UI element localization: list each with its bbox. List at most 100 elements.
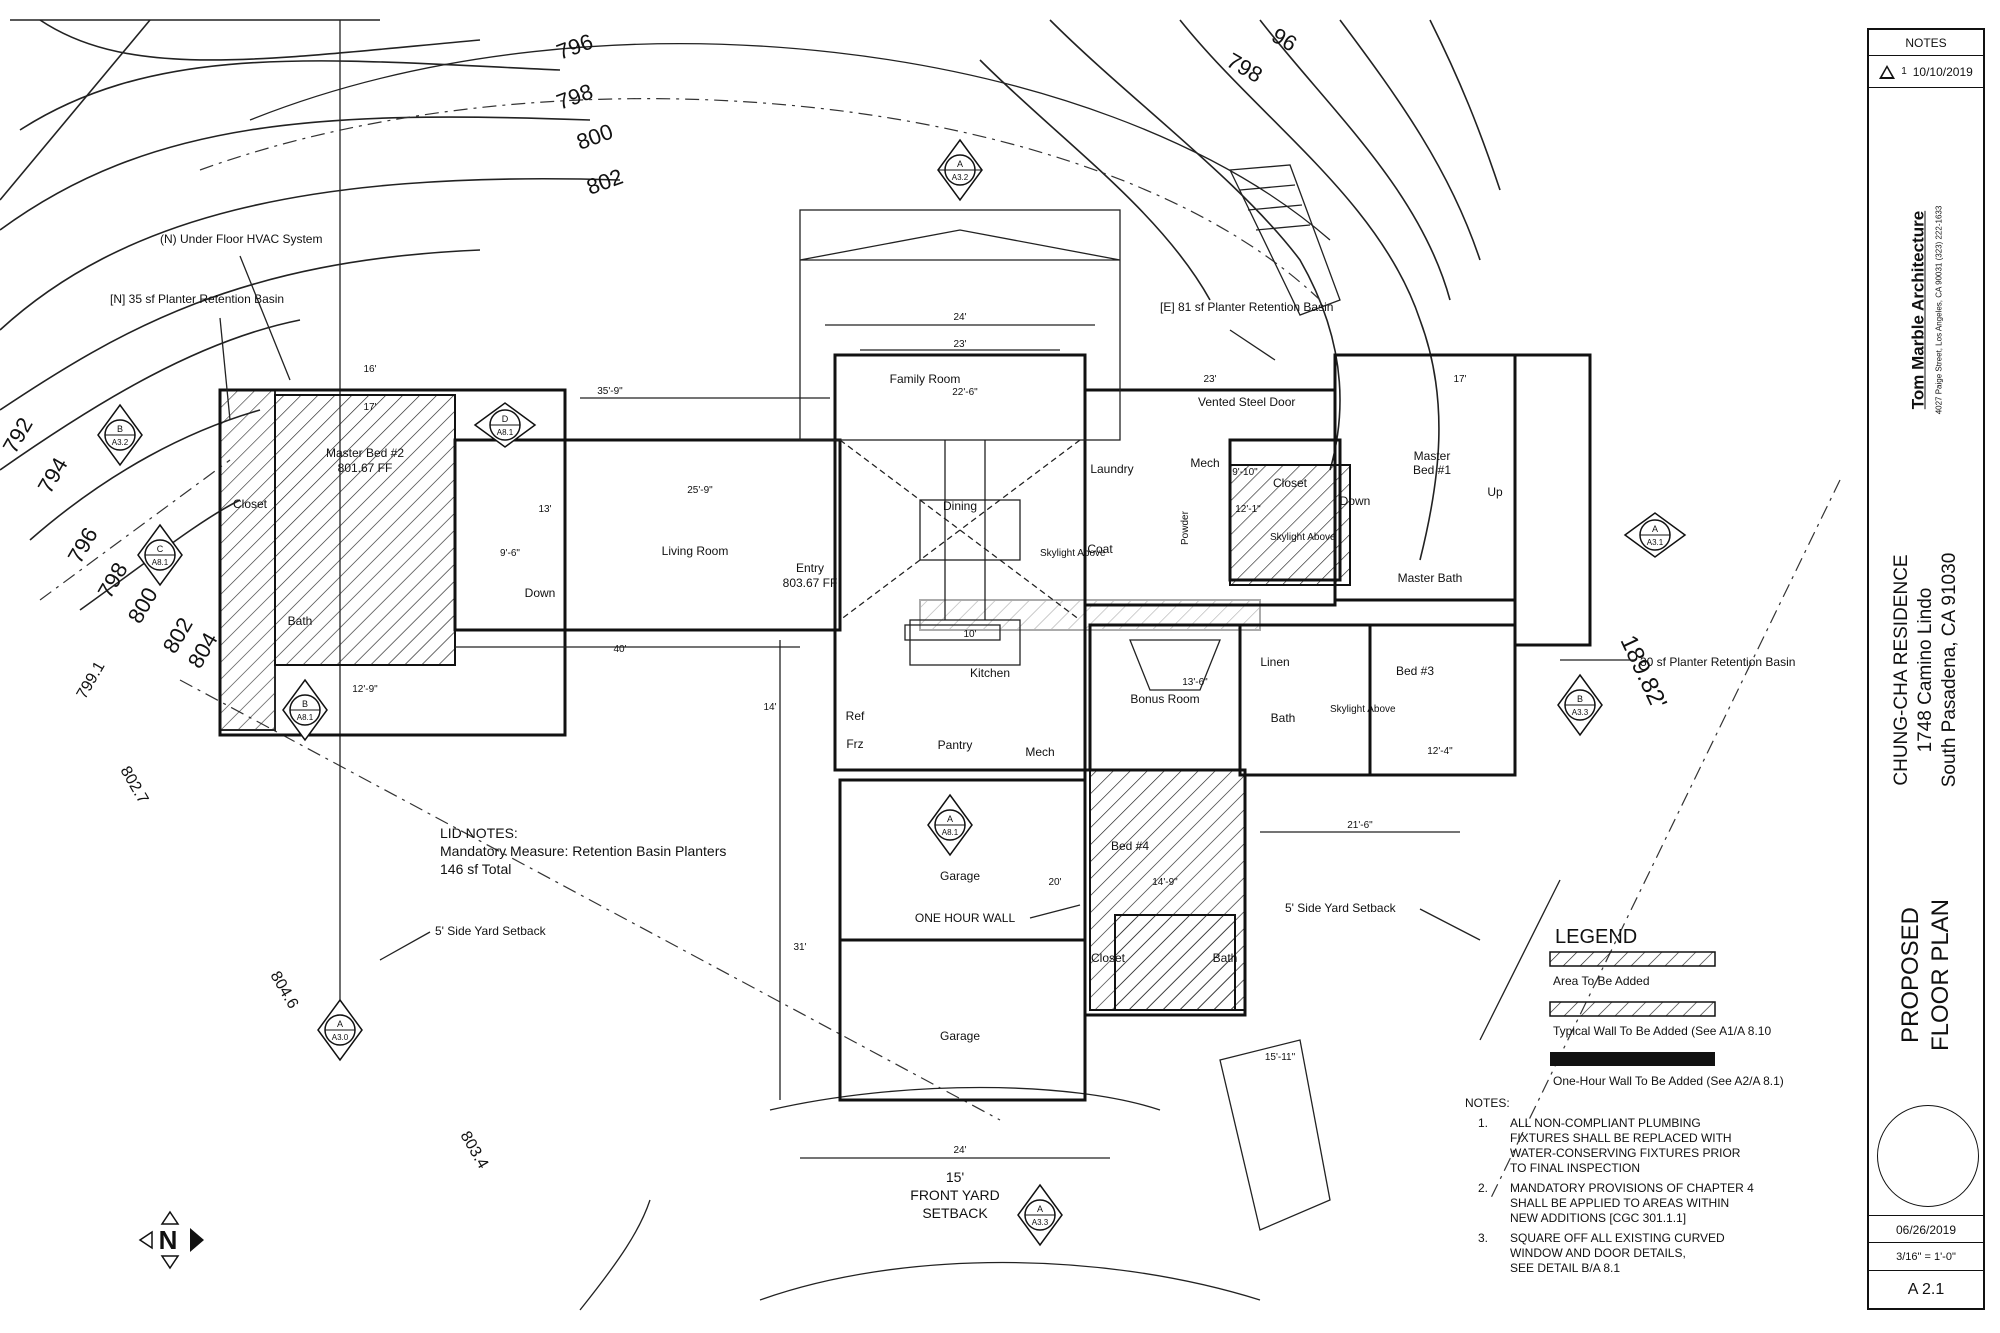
room-bath: Bath (288, 614, 313, 628)
section-marker-sheet: A8.1 (942, 828, 959, 837)
hvac-note: (N) Under Floor HVAC System (160, 232, 322, 246)
note-1-line-3: WATER-CONSERVING FIXTURES PRIOR (1510, 1146, 1741, 1160)
note-1-number: 1. (1478, 1116, 1488, 1130)
dining-skylight (839, 439, 1221, 691)
floor-plan-drawing: 796 798 800 802 798 96 792 794 796 798 8… (0, 19, 1841, 1311)
dimension: 9'-6" (500, 548, 520, 559)
dimension: 25'-9" (687, 485, 713, 496)
dimension: 20' (1048, 877, 1061, 888)
planter-note-e: [E] 81 sf Planter Retention Basin (1160, 300, 1333, 314)
dimension: 31' (793, 942, 806, 953)
note-3-line-2: WINDOW AND DOOR DETAILS, (1510, 1246, 1686, 1260)
section-marker-sheet: A3.3 (1572, 708, 1589, 717)
room-closet: Closet (1273, 476, 1308, 490)
room-down: Down (1340, 494, 1371, 508)
spot-elevation: 804.6 (267, 969, 302, 1012)
contour-label: 798 (553, 79, 596, 115)
side-setback-left: 5' Side Yard Setback (435, 924, 547, 938)
legend-title: LEGEND (1555, 926, 1637, 948)
room-bath-4: Bath (1213, 951, 1238, 965)
lid-notes-line1: Mandatory Measure: Retention Basin Plant… (440, 843, 726, 859)
section-marker-sheet: A3.0 (332, 1033, 349, 1042)
room-master-bath: Master Bath (1398, 571, 1463, 585)
sheet-scale: 3/16" = 1'-0" (1869, 1243, 1983, 1271)
room-dining: Dining (943, 499, 977, 513)
property-line (1489, 479, 1841, 1201)
section-marker: A A8.1 (927, 793, 973, 857)
master-bed-2-ff: 801.67 FF (338, 461, 393, 475)
dimension: 10' (963, 629, 976, 640)
project-city: South Pasadena, CA 91030 (1939, 552, 1960, 788)
section-marker-sheet: A3.2 (952, 173, 969, 182)
contour-label: 96 (1268, 23, 1302, 57)
room-living: Living Room (662, 544, 729, 558)
room-bed-4: Bed #4 (1111, 839, 1149, 853)
contour-label: 794 (33, 453, 73, 497)
skylight-label: Skylight Above (1040, 548, 1106, 559)
room-closet-2: Closet (233, 497, 268, 511)
general-notes: NOTES: 1. ALL NON-COMPLIANT PLUMBING FIX… (1465, 1096, 1754, 1275)
contour-label: 792 (0, 413, 38, 457)
note-2-line-2: SHALL BE APPLIED TO AREAS WITHIN (1510, 1196, 1729, 1210)
dimension: 13'-6" (1182, 677, 1208, 688)
contour-label: 800 (573, 119, 616, 155)
dimension: 23' (1203, 374, 1216, 385)
skylight-label-3: Skylight Above (1330, 704, 1396, 715)
legend-item-1: Area To Be Added (1553, 974, 1650, 988)
front-setback-2: FRONT YARD (910, 1187, 999, 1203)
section-marker-letter: B (1577, 694, 1583, 704)
dimension: 16' (363, 364, 376, 375)
dimension: 17' (1453, 374, 1466, 385)
planter-note-n: [N] 35 sf Planter Retention Basin (110, 292, 284, 306)
note-2-line-1: MANDATORY PROVISIONS OF CHAPTER 4 (1510, 1181, 1754, 1195)
section-marker: A A3.0 (317, 998, 363, 1062)
room-master-bed-1-a: Master (1414, 449, 1451, 463)
dimension: 15'-11" (1265, 1052, 1296, 1063)
room-up: Up (1487, 485, 1503, 499)
contour-label: 802 (583, 164, 626, 200)
room-bonus: Bonus Room (1130, 692, 1199, 706)
note-3-number: 3. (1478, 1231, 1488, 1245)
room-family: Family Room (890, 372, 961, 386)
firm-info: Tom Marble Architecture 4027 Paige Stree… (1869, 140, 1983, 480)
dimension: 13' (538, 504, 551, 515)
property-line-dimension: 189.82' (1615, 631, 1672, 713)
dimension: 23' (953, 339, 966, 350)
skylight-label-2: Skylight Above (1270, 532, 1336, 543)
room-mech-2: Mech (1190, 456, 1219, 470)
sheet-date: 06/26/2019 (1869, 1215, 1983, 1243)
side-setback-right: 5' Side Yard Setback (1285, 901, 1397, 915)
dimension: 17' (363, 402, 376, 413)
spot-elevation: 799.1 (74, 659, 109, 702)
dimension: 14' (763, 702, 776, 713)
note-3-line-3: SEE DETAIL B/A 8.1 (1510, 1261, 1620, 1275)
north-arrow-icon: N (138, 1210, 204, 1270)
architect-seal (1877, 1105, 1979, 1207)
contour-lines-right (979, 19, 1501, 561)
dimension: 35'-9" (597, 386, 623, 397)
note-2-line-3: NEW ADDITIONS [CGC 301.1.1] (1510, 1211, 1686, 1225)
vented-door-note: Vented Steel Door (1198, 395, 1295, 409)
section-marker-letter: C (157, 544, 164, 554)
sheet-title-line-2: FLOOR PLAN (1927, 898, 1954, 1052)
powder-label: Powder (1180, 510, 1191, 545)
project-info: CHUNG-CHA RESIDENCE 1748 Camino Lindo So… (1869, 490, 1983, 850)
section-marker: B A3.3 (1557, 673, 1603, 737)
firm-address: 4027 Paige Street, Los Angeles, CA 90031… (1934, 205, 1944, 415)
lid-notes-title: LID NOTES: (440, 825, 518, 841)
room-down-2: Down (525, 586, 556, 600)
dimension: 12'-9" (352, 684, 378, 695)
dimension: 21'-6" (1347, 820, 1373, 831)
north-arrow-label: N (159, 1225, 178, 1255)
one-hour-wall-label: ONE HOUR WALL (915, 911, 1016, 925)
dimension: 24' (953, 1145, 966, 1156)
section-marker-sheet: A3.2 (112, 438, 129, 447)
section-marker: B A3.2 (97, 403, 143, 467)
room-linen: Linen (1260, 655, 1289, 669)
room-entry: Entry (796, 561, 824, 575)
legend-item-2: Typical Wall To Be Added (See A1/A 8.10 (1553, 1024, 1771, 1038)
contour-label: 798 (1223, 48, 1267, 88)
section-marker-letter: A (957, 159, 963, 169)
contour-label: 800 (123, 583, 163, 627)
room-mech: Mech (1025, 745, 1054, 759)
